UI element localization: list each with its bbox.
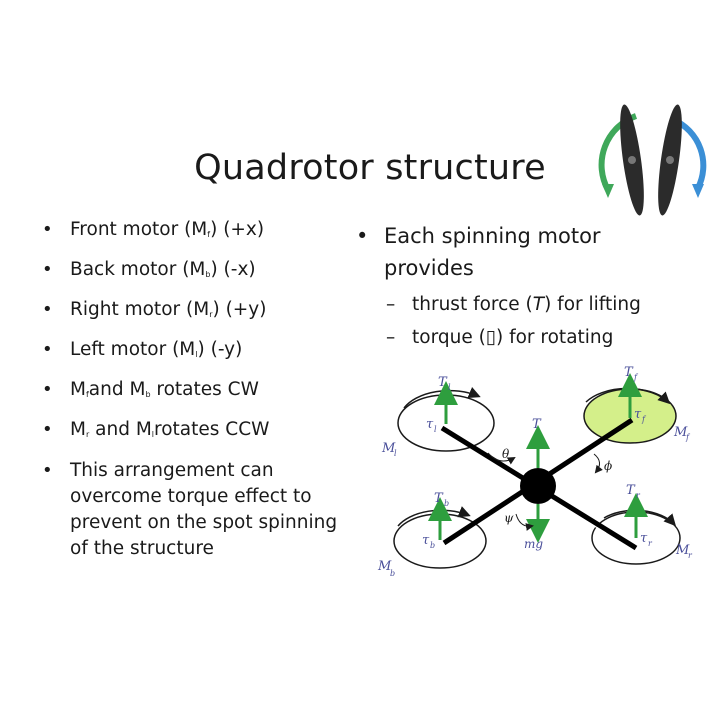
motor-output-block: Each spinning motor provides –thrust for… (352, 220, 692, 350)
label-M-front: M (673, 425, 688, 440)
svg-text:f: f (633, 373, 639, 382)
svg-text:f: f (641, 415, 647, 424)
list-item: Mr and Mlrotates CCW (40, 418, 350, 447)
svg-text:l: l (394, 449, 397, 458)
svg-text:r: r (648, 539, 653, 548)
list-item: Back motor (Mb) (-x) (40, 258, 350, 287)
list-item: Right motor (Mr) (+y) (40, 298, 350, 327)
label-tau-front: τ (634, 407, 642, 422)
label-T-left: T (438, 375, 448, 390)
list-item: Left motor (Ml) (-y) (40, 338, 350, 367)
list-item: Mfand Mb rotates CW (40, 378, 350, 407)
label-M-right: M (675, 543, 690, 558)
svg-text:l: l (434, 425, 437, 434)
svg-text:b: b (390, 569, 395, 578)
label-T-center: T (532, 417, 542, 432)
sub-item-thrust: –thrust force (T) for lifting (386, 294, 641, 315)
sub-item-torque: –torque (▯) for rotating (386, 327, 614, 348)
svg-text:r: r (636, 491, 641, 500)
propeller-rotation-icon (598, 104, 707, 216)
label-phi: ϕ (604, 459, 612, 473)
right-main-bullet: Each spinning motor provides (352, 220, 692, 284)
motor-list: Front motor (Mf) (+x) Back motor (Mb) (-… (40, 218, 350, 573)
list-item: This arrangement can overcome torque eff… (40, 458, 350, 562)
label-tau-back: τ (422, 533, 430, 548)
label-M-back: M (377, 559, 392, 574)
label-tau-right: τ (640, 531, 648, 546)
label-theta: θ (502, 447, 510, 461)
quadrotor-diagram: T l T f T b T r T τ l τ f τ b τ r M l M … (377, 365, 693, 578)
quadrotor-body (520, 468, 556, 504)
svg-text:b: b (444, 499, 449, 508)
label-T-back: T (434, 491, 444, 506)
label-tau-left: τ (426, 417, 434, 432)
label-mg: mg (524, 537, 543, 551)
label-M-left: M (381, 441, 396, 456)
label-psi: ψ (504, 511, 514, 525)
list-item: Front motor (Mf) (+x) (40, 218, 350, 247)
svg-text:r: r (688, 551, 693, 560)
svg-text:f: f (685, 433, 691, 442)
slide-title: Quadrotor structure (194, 148, 546, 188)
svg-text:l: l (448, 383, 451, 392)
label-T-right: T (626, 483, 636, 498)
label-T-front: T (624, 365, 634, 380)
svg-text:b: b (430, 541, 435, 550)
